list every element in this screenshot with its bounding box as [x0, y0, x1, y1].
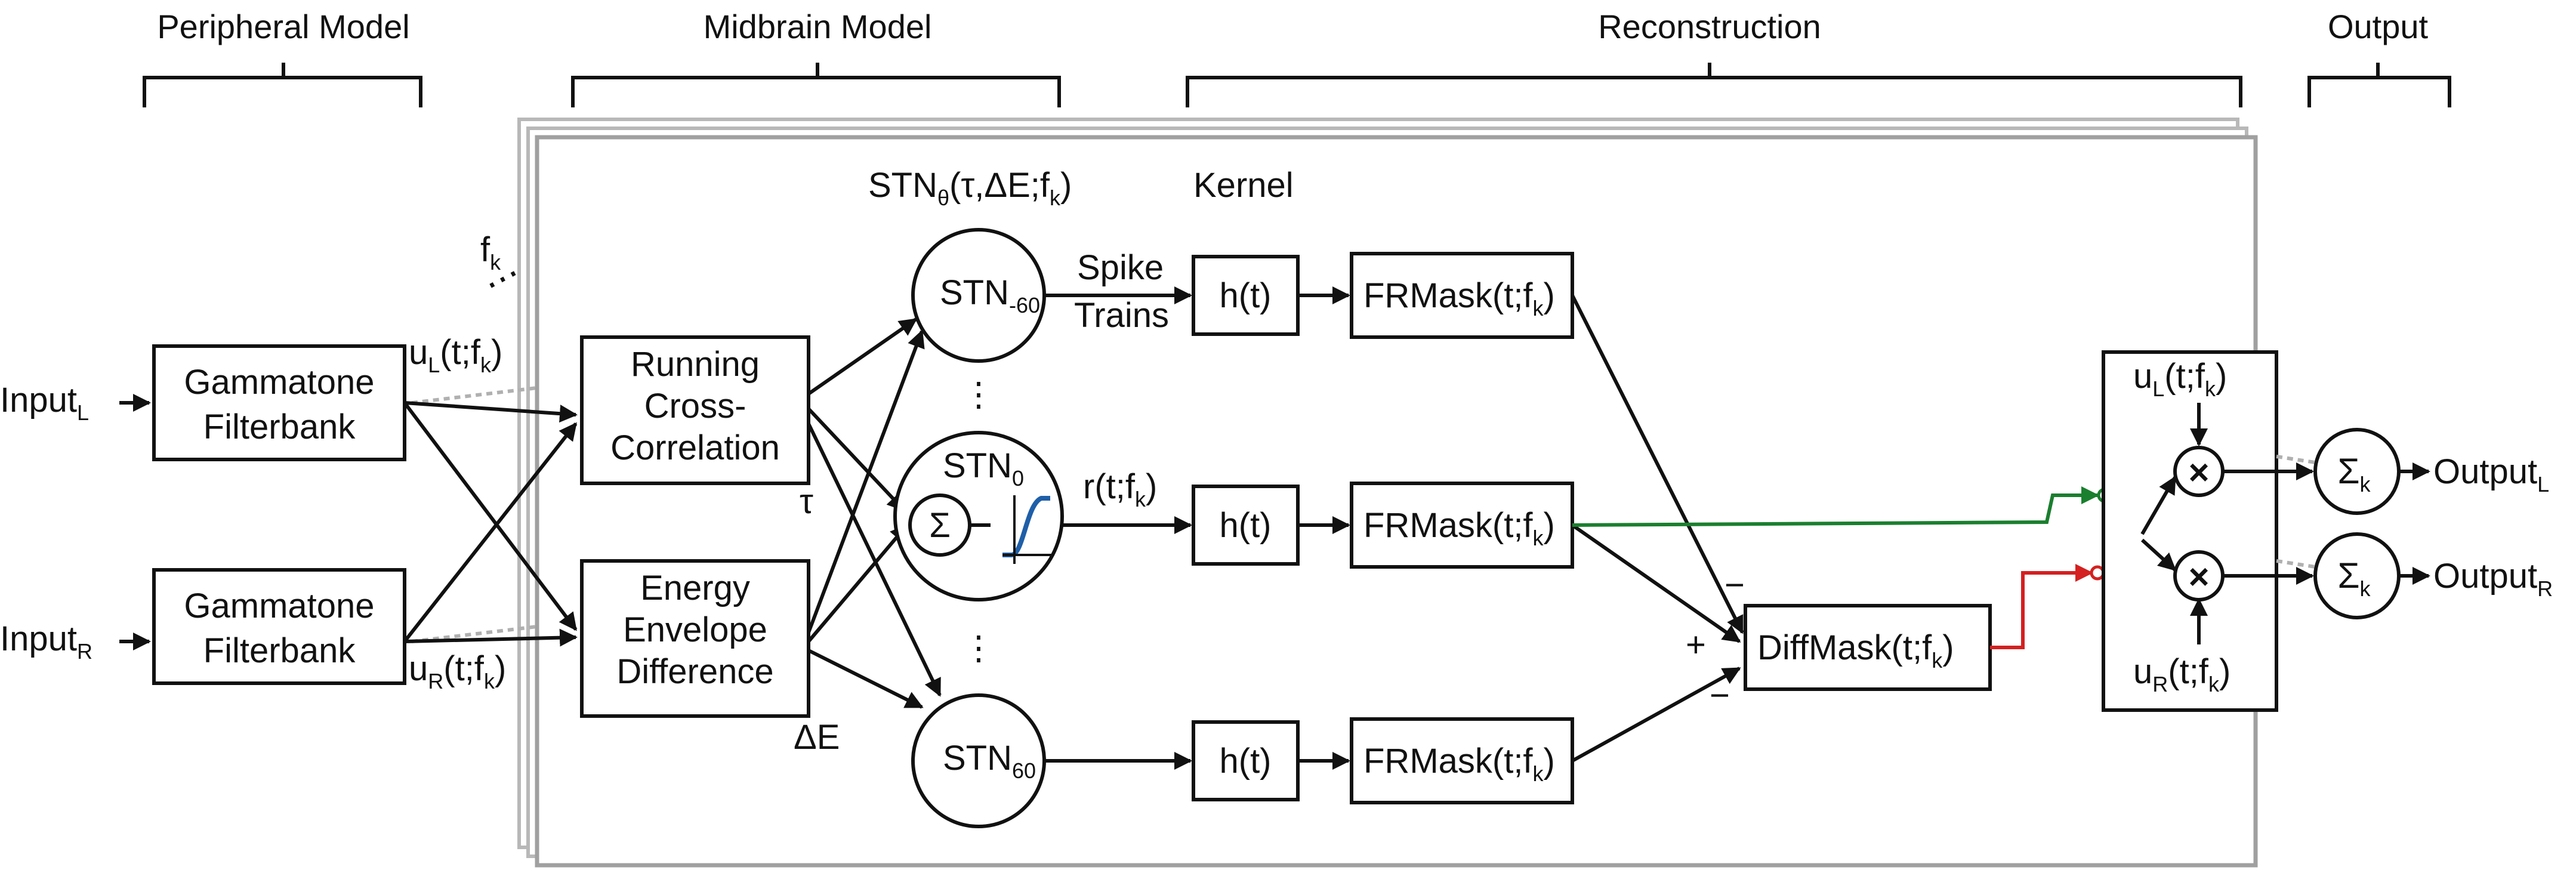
sum-right: Σk — [2313, 532, 2401, 619]
midbrain-to-stn-wires — [807, 317, 942, 709]
svg-text:×: × — [2188, 557, 2209, 597]
tau-label: τ — [800, 482, 813, 521]
filterbank-right-line1: Gammatone — [184, 587, 374, 625]
diffmask-switch-path — [1990, 564, 2093, 649]
frmask-bottom: FRMask(t;fk) — [1350, 717, 1574, 804]
svg-text:h(t): h(t) — [1220, 506, 1272, 545]
bracket-output — [2307, 63, 2451, 107]
svg-text:Cross-: Cross- — [644, 387, 746, 425]
frmask-top: FRMask(t;fk) — [1350, 252, 1574, 339]
diff-sign-minus-top: − — [1724, 566, 1745, 604]
kernel-bottom: h(t) — [1192, 720, 1300, 801]
sum-left: Σk — [2313, 428, 2401, 515]
output-right-label: OutputR — [2433, 557, 2553, 601]
filterbank-to-midbrain-wires — [403, 401, 578, 647]
spike-trains-label-2: Trains — [1074, 296, 1169, 335]
section-title-peripheral: Peripheral Model — [157, 8, 409, 45]
signal-ul-label: uL(t;fk) — [409, 333, 502, 377]
cross-correlation-block: Running Cross- Correlation — [580, 335, 810, 485]
kernel-mid: h(t) — [1192, 485, 1300, 566]
svg-text:×: × — [2188, 452, 2209, 492]
multiplier-left: × — [2173, 446, 2225, 497]
kernel-label: Kernel — [1193, 166, 1294, 205]
section-title-output: Output — [2328, 8, 2429, 45]
input-right-label: InputR — [0, 619, 92, 664]
filterbank-left-box — [152, 344, 406, 461]
frmask-to-diffmask-wires — [1571, 294, 1744, 763]
svg-text:FRMask(t;fk): FRMask(t;fk) — [1363, 506, 1555, 550]
svg-text:FRMask(t;fk): FRMask(t;fk) — [1363, 742, 1555, 786]
stn-zero-neuron: STN0 Σ — [893, 431, 1064, 601]
rate-label: r(t;fk) — [1083, 467, 1157, 511]
svg-text:Envelope: Envelope — [623, 610, 767, 649]
diff-sign-plus: + — [1686, 625, 1706, 664]
frmask-mid: FRMask(t;fk) — [1350, 482, 1574, 569]
mixer-ur-label: uR(t;fk) — [2133, 652, 2231, 696]
multiplier-to-sum-wires — [2223, 462, 2314, 585]
svg-text:Σk: Σk — [2337, 556, 2371, 601]
filterbank-left-line1: Gammatone — [184, 363, 374, 402]
signal-ur-label: uR(t;fk) — [409, 649, 506, 693]
filterbank-right-box — [152, 568, 406, 685]
svg-text:STN60: STN60 — [943, 739, 1036, 783]
filterbank-left-line2: Filterbank — [203, 408, 356, 446]
energy-envelope-box — [580, 559, 810, 718]
summation-symbol: Σ — [929, 506, 951, 545]
stn-dots-lower: ⋮ — [962, 629, 995, 667]
output-left-label: OutputL — [2433, 452, 2549, 496]
diffmask-block: DiffMask(t;fk) — [1744, 604, 1992, 691]
svg-text:h(t): h(t) — [1220, 742, 1272, 781]
filterbank-right: Gammatone Filterbank — [152, 568, 406, 685]
delta-e-label: ΔE — [794, 718, 840, 757]
section-brackets: Peripheral Model Midbrain Model Reconstr… — [143, 8, 2451, 107]
stn-to-kernel-wires — [1044, 286, 1192, 770]
cross-correlation-box — [580, 335, 810, 485]
switch-to-multipliers-wires — [2140, 403, 2208, 644]
svg-text:h(t): h(t) — [1220, 276, 1272, 315]
section-title-reconstruction: Reconstruction — [1598, 8, 1821, 45]
input-left-label: InputL — [0, 381, 89, 425]
kernel-top: h(t) — [1192, 255, 1300, 336]
svg-text:Running: Running — [631, 345, 760, 384]
bracket-reconstruction — [1186, 63, 2242, 107]
frequency-channel-label: fk — [480, 230, 501, 274]
output-mixer-box — [2102, 350, 2278, 712]
spike-trains-label-1: Spike — [1077, 248, 1164, 287]
mixer-ul-label: uL(t;fk) — [2133, 357, 2227, 401]
stn-dots-upper: ⋮ — [962, 375, 995, 413]
filterbank-left: Gammatone Filterbank — [152, 344, 406, 461]
kernel-to-frmask-wires — [1298, 286, 1350, 770]
bracket-midbrain — [571, 63, 1061, 107]
svg-text:DiffMask(t;fk): DiffMask(t;fk) — [1757, 628, 1954, 673]
frmask-switch-path — [1572, 486, 2099, 527]
svg-text:Correlation: Correlation — [610, 428, 780, 467]
svg-text:Difference: Difference — [616, 652, 773, 691]
stn-60-neuron: STN60 — [911, 693, 1046, 828]
svg-text:STN0: STN0 — [943, 446, 1024, 491]
energy-envelope-block: Energy Envelope Difference — [580, 559, 810, 718]
diff-sign-minus-bottom: − — [1710, 676, 1730, 715]
svg-text:FRMask(t;fk): FRMask(t;fk) — [1363, 276, 1555, 320]
svg-text:Energy: Energy — [640, 569, 750, 607]
stn-neg60-neuron: STN-60 — [911, 228, 1046, 363]
multiplier-right: × — [2173, 550, 2225, 601]
filterbank-right-line2: Filterbank — [203, 631, 356, 670]
bracket-peripheral — [143, 63, 422, 107]
svg-text:STN-60: STN-60 — [940, 273, 1040, 317]
section-title-midbrain: Midbrain Model — [704, 8, 932, 45]
svg-text:Σk: Σk — [2337, 451, 2371, 496]
stn-header-label: STNθ(τ,ΔE;fk) — [868, 166, 1072, 210]
sum-channel-hints — [2276, 455, 2316, 569]
